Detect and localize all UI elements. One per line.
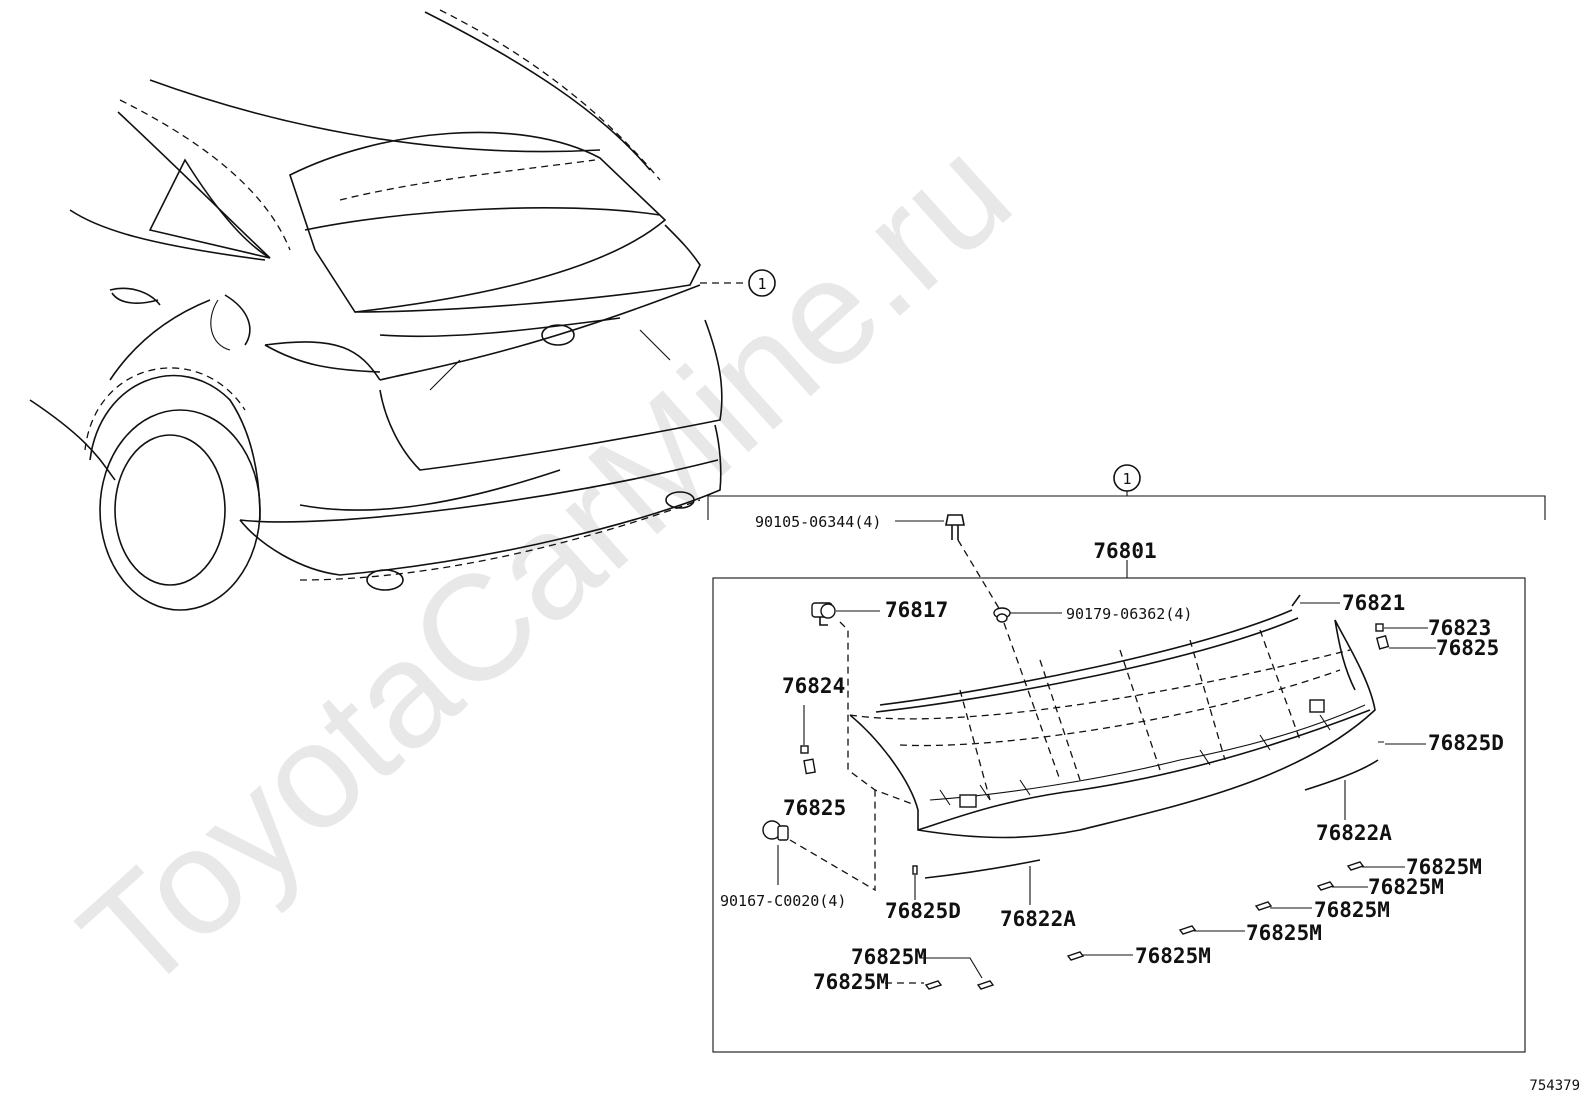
label-76825-right: 76825 (1436, 636, 1499, 660)
svg-text:1: 1 (757, 275, 766, 293)
clip-76817-icon (811, 602, 836, 626)
label-90179-06362: 90179-06362(4) (1066, 605, 1192, 623)
label-76825M-4: 76825M (1246, 921, 1322, 945)
callout-1-car: 1 (748, 269, 776, 297)
label-76817: 76817 (885, 598, 948, 622)
diagram-ref-number: 754379 (1529, 1078, 1580, 1094)
pad-76823-icon (1375, 623, 1384, 632)
label-90105-06344: 90105-06344(4) (755, 513, 881, 531)
spoiler-part-drawing (849, 594, 1376, 839)
assembly-box (712, 577, 1526, 1053)
label-76821: 76821 (1342, 591, 1405, 615)
label-76825M-7: 76825M (813, 970, 889, 994)
pad-76825-left-icon (803, 758, 816, 775)
pad-76825-icon (1375, 635, 1390, 650)
label-76822A-left: 76822A (1000, 907, 1076, 931)
watermark-text: ToyotaCarMine.ru (49, 107, 1041, 1024)
label-76823: 76823 (1428, 616, 1491, 640)
pad-76825D-icon (912, 865, 918, 875)
label-76801: 76801 (1093, 539, 1156, 563)
svg-text:1: 1 (1122, 470, 1131, 488)
label-76825M-5: 76825M (1135, 944, 1211, 968)
label-76824: 76824 (782, 674, 845, 698)
label-76822A-right: 76822A (1316, 821, 1392, 845)
bolt-90105-icon (945, 514, 965, 540)
grommet-90179-icon (993, 607, 1011, 623)
vehicle-illustration (29, 9, 745, 611)
label-90167-C0020: 90167-C0020(4) (720, 892, 846, 910)
clip-90167-icon (762, 820, 789, 841)
label-76825M-6: 76825M (851, 945, 927, 969)
label-76825M-2: 76825M (1368, 875, 1444, 899)
label-76825M-3: 76825M (1314, 898, 1390, 922)
label-76825-left: 76825 (783, 796, 846, 820)
label-76825M-1: 76825M (1406, 855, 1482, 879)
pads-76825M (885, 861, 1405, 990)
pad-76824-icon (800, 745, 809, 754)
label-76825D-right: 76825D (1428, 731, 1504, 755)
assembly-bracket: 1 (707, 464, 1546, 520)
label-76825D-left: 76825D (885, 899, 961, 923)
